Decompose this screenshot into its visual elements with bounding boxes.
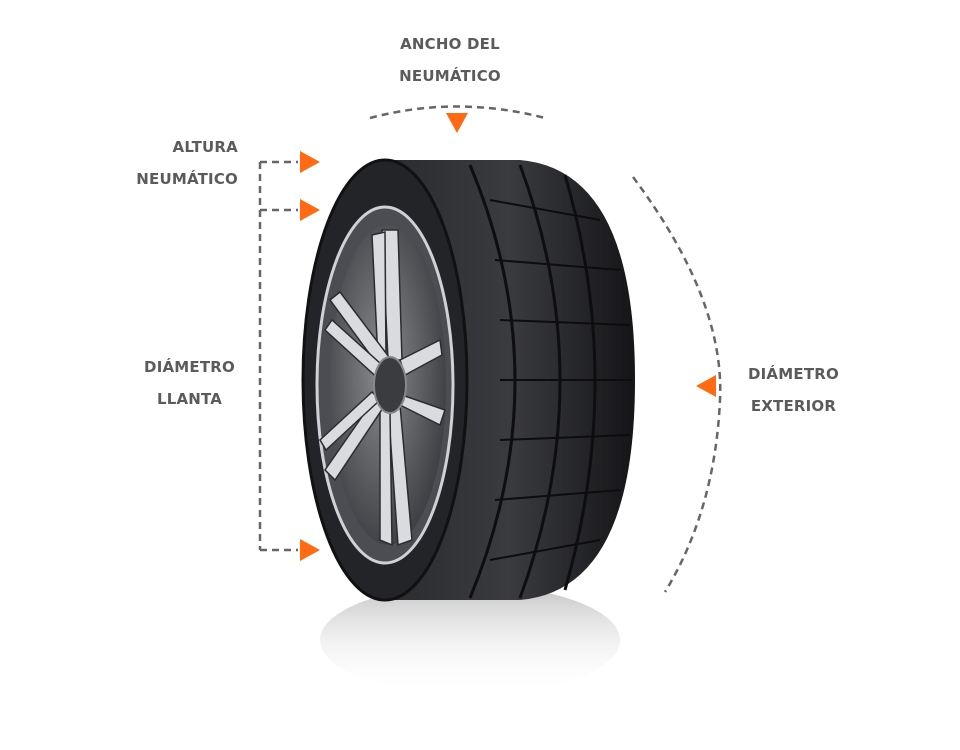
tire-reflection	[320, 585, 620, 695]
label-line: ALTURA	[172, 138, 238, 156]
arrow-right-icon	[300, 199, 320, 221]
width-arc	[369, 105, 546, 120]
label-tire-width: ANCHO DEL NEUMÁTICO	[370, 28, 530, 92]
label-line: EXTERIOR	[750, 397, 837, 415]
outer-diameter-arc	[631, 176, 722, 593]
arrow-down-icon	[446, 113, 468, 133]
label-rim-diameter: DIÁMETRO LLANTA	[144, 351, 235, 415]
label-outer-diameter: DIÁMETRO EXTERIOR	[748, 358, 839, 422]
label-line: LLANTA	[156, 390, 223, 408]
label-line: ANCHO DEL	[400, 35, 500, 53]
arrow-right-icon	[300, 539, 320, 561]
arrow-right-icon	[300, 151, 320, 173]
label-line: NEUMÁTICO	[136, 170, 238, 188]
label-line: DIÁMETRO	[144, 358, 235, 376]
tire-illustration	[301, 158, 635, 602]
label-line: DIÁMETRO	[748, 365, 839, 383]
guide-lines	[258, 105, 722, 593]
label-tire-height: ALTURA NEUMÁTICO	[136, 131, 238, 195]
arrow-left-icon	[696, 375, 716, 397]
hub	[373, 356, 407, 414]
label-line: NEUMÁTICO	[399, 67, 501, 85]
